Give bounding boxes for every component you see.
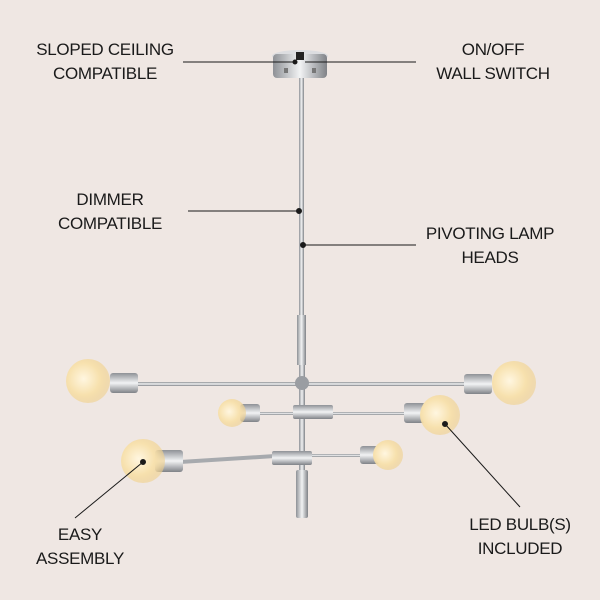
callout-dimmer: DIMMER COMPATIBLE xyxy=(35,188,185,236)
callout-easy-assembly: EASY ASSEMBLY xyxy=(15,523,145,571)
callout-line: ASSEMBLY xyxy=(36,549,124,568)
callout-on-off-switch: ON/OFF WALL SWITCH xyxy=(418,38,568,86)
callout-line: LED BULB(S) xyxy=(469,515,571,534)
callout-line: WALL SWITCH xyxy=(436,64,550,83)
callout-line: INCLUDED xyxy=(477,539,563,558)
callout-line: EASY xyxy=(57,525,103,544)
callout-line: COMPATIBLE xyxy=(52,64,158,83)
callout-led-bulbs: LED BULB(S) INCLUDED xyxy=(445,513,595,561)
ceiling-canopy xyxy=(272,50,328,78)
callout-line: HEADS xyxy=(461,248,519,267)
callout-line: COMPATIBLE xyxy=(57,214,163,233)
callout-sloped-ceiling: SLOPED CEILING COMPATIBLE xyxy=(20,38,190,86)
callout-line: ON/OFF xyxy=(461,40,525,59)
callout-line: DIMMER xyxy=(76,190,144,209)
callout-pivoting-lamp-heads: PIVOTING LAMP HEADS xyxy=(410,222,570,270)
callout-line: SLOPED CEILING xyxy=(36,40,174,59)
callout-line: PIVOTING LAMP xyxy=(425,224,555,243)
